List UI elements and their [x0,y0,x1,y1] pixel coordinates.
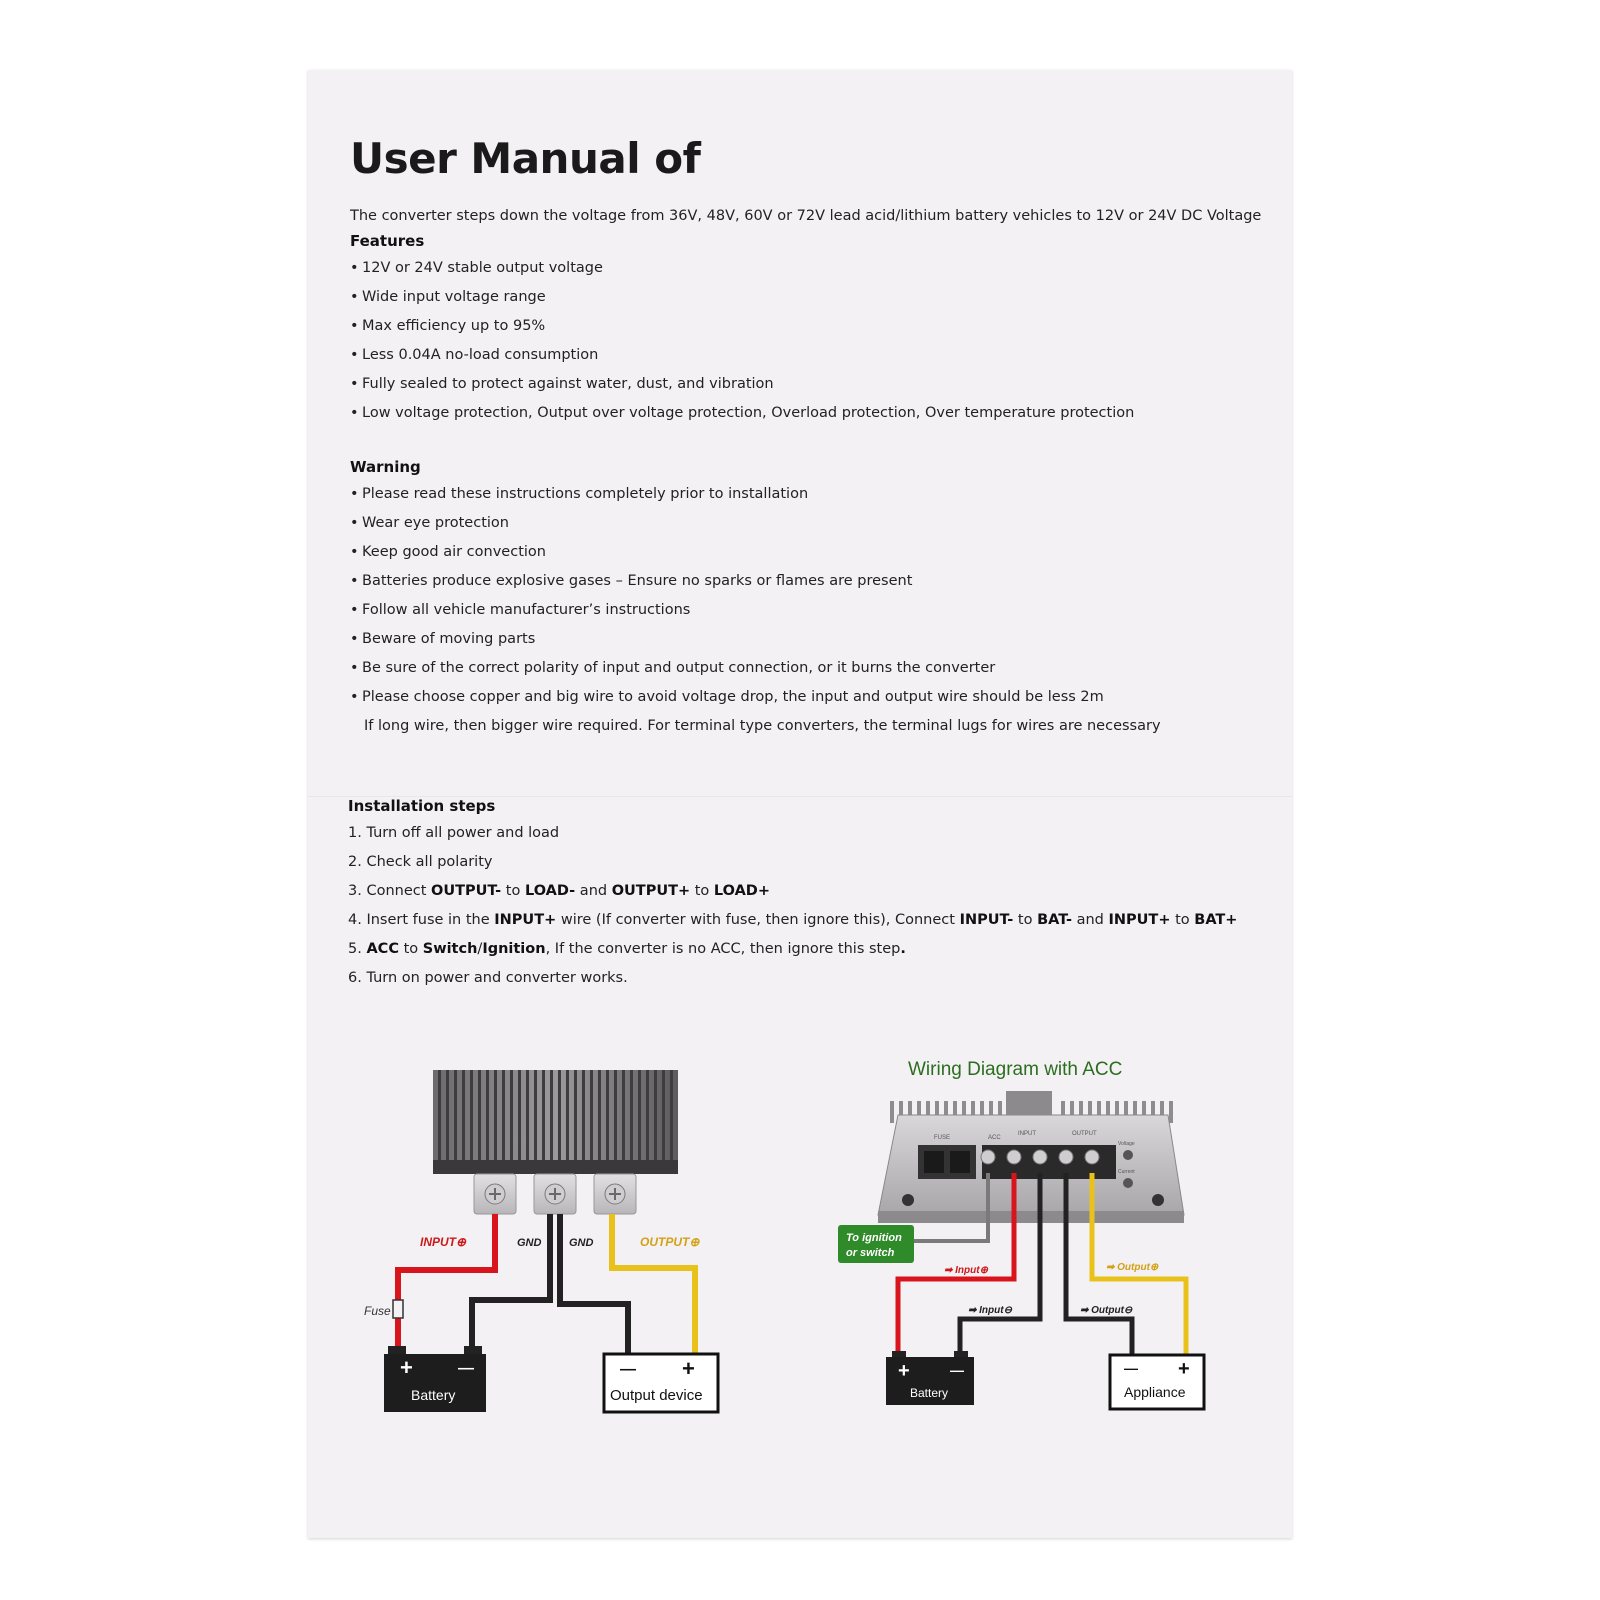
paper-fold [308,796,1292,798]
features-heading: Features [350,232,425,250]
input-pos-label: ➡ Input⊕ [944,1265,989,1276]
appliance-icon: — + Appliance [1108,1353,1206,1411]
device-label: Output device [610,1387,703,1404]
svg-text:—: — [1124,1360,1138,1376]
features-item: •Wide input voltage range [350,283,1134,312]
battery-icon: + — Battery [384,1346,486,1412]
warning-continuation: If long wire, then bigger wire required.… [364,718,1161,734]
ignition-badge: To ignition or switch [838,1225,914,1263]
features-item: •Less 0.04A no-load consumption [350,341,1134,370]
input-label: INPUT⊕ [420,1235,467,1249]
manual-sheet: User Manual of The converter steps down … [308,70,1292,1538]
warnings-item: •Please choose copper and big wire to av… [350,683,1161,712]
bullet: • [350,515,359,531]
warnings-item: •Wear eye protection [350,509,1161,538]
bullet: • [350,631,359,647]
wires [395,1214,698,1360]
output-pos-label: ➡ Output⊕ [1106,1262,1159,1273]
svg-text:or switch: or switch [846,1247,895,1259]
panel-current-label: Current [1118,1169,1135,1175]
panel-input-label: INPUT [1018,1131,1036,1137]
installation-step: 3. Connect OUTPUT- to LOAD- and OUTPUT+ … [348,883,770,899]
svg-text:+: + [898,1360,910,1382]
installation-step: 4. Insert fuse in the INPUT+ wire (If co… [348,912,1238,928]
bullet: • [350,486,359,502]
bullet: • [350,573,359,589]
bullet: • [350,544,359,560]
acc-battery-icon: + — Battery [886,1351,974,1405]
output-neg-label: ➡ Output⊖ [1080,1305,1133,1316]
installation-steps-list: 1. Turn off all power and load 2. Check a… [348,819,1237,993]
converter-heatsink [433,1070,678,1174]
panel-voltage-label: Voltage [1118,1141,1135,1147]
svg-text:To ignition: To ignition [846,1232,902,1244]
bullet: • [350,318,359,334]
features-item: •12V or 24V stable output voltage [350,254,1134,283]
warnings-item: •Beware of moving parts [350,625,1161,654]
installation-step: 5. ACC to Switch/Ignition, If the conver… [348,941,906,957]
svg-text:+: + [1178,1358,1190,1380]
warnings-item: •Be sure of the correct polarity of inpu… [350,654,1161,683]
gnd-label-2: GND [569,1237,594,1249]
bullet: • [350,689,359,705]
warnings-item: •Keep good air convection [350,538,1161,567]
acc-wiring-diagram: Wiring Diagram with ACC FUSE ACC INPUT O… [838,1059,1206,1411]
fuse-icon [392,1299,404,1319]
svg-text:—: — [950,1362,964,1378]
features-list: •12V or 24V stable output voltage•Wide i… [350,254,1134,428]
terminal-lugs [473,1173,637,1215]
battery-minus: — [458,1360,474,1377]
battery-plus: + [400,1355,413,1380]
bullet: • [350,660,359,676]
svg-text:Battery: Battery [910,1386,948,1400]
bullet: • [350,289,359,305]
warnings-item: •Please read these instructions complete… [350,480,1161,509]
warnings-item: •Follow all vehicle manufacturer’s instr… [350,596,1161,625]
bullet: • [350,602,359,618]
bullet: • [350,376,359,392]
installation-step: 2. Check all polarity [348,854,493,870]
acc-converter-body: FUSE ACC INPUT OUTPUT Voltage Current [877,1091,1185,1223]
acc-diagram-title: Wiring Diagram with ACC [908,1059,1122,1080]
features-item: •Low voltage protection, Output over vol… [350,399,1134,428]
warnings-item: •Batteries produce explosive gases – Ens… [350,567,1161,596]
svg-text:Appliance: Appliance [1124,1384,1186,1400]
bullet: • [350,347,359,363]
acc-wires [895,1173,1189,1355]
features-item: •Fully sealed to protect against water, … [350,370,1134,399]
input-neg-label: ➡ Input⊖ [968,1305,1013,1316]
panel-fuse-label: FUSE [934,1135,950,1141]
installation-step: 1. Turn off all power and load [348,825,560,841]
gnd-label-1: GND [517,1237,542,1249]
output-device-icon: — + Output device [602,1352,720,1414]
bullet: • [350,405,359,421]
battery-label: Battery [411,1387,455,1403]
warnings-list: •Please read these instructions complete… [350,480,1161,741]
panel-output-label: OUTPUT [1072,1131,1097,1137]
installation-heading: Installation steps [348,797,496,815]
fuse-label: Fuse [364,1304,391,1318]
intro-text: The converter steps down the voltage fro… [350,208,1262,224]
installation-step: 6. Turn on power and converter works. [348,970,628,986]
page-title: User Manual of [350,134,701,183]
features-item: •Max efficiency up to 95% [350,312,1134,341]
basic-wiring-diagram: INPUT⊕ GND GND OUTPUT⊕ Fuse + — Battery … [364,1070,720,1414]
device-minus: — [620,1361,636,1378]
output-label: OUTPUT⊕ [640,1235,700,1249]
panel-acc-label: ACC [988,1135,1001,1141]
device-plus: + [682,1356,695,1381]
warning-heading: Warning [350,458,421,476]
bullet: • [350,260,359,276]
